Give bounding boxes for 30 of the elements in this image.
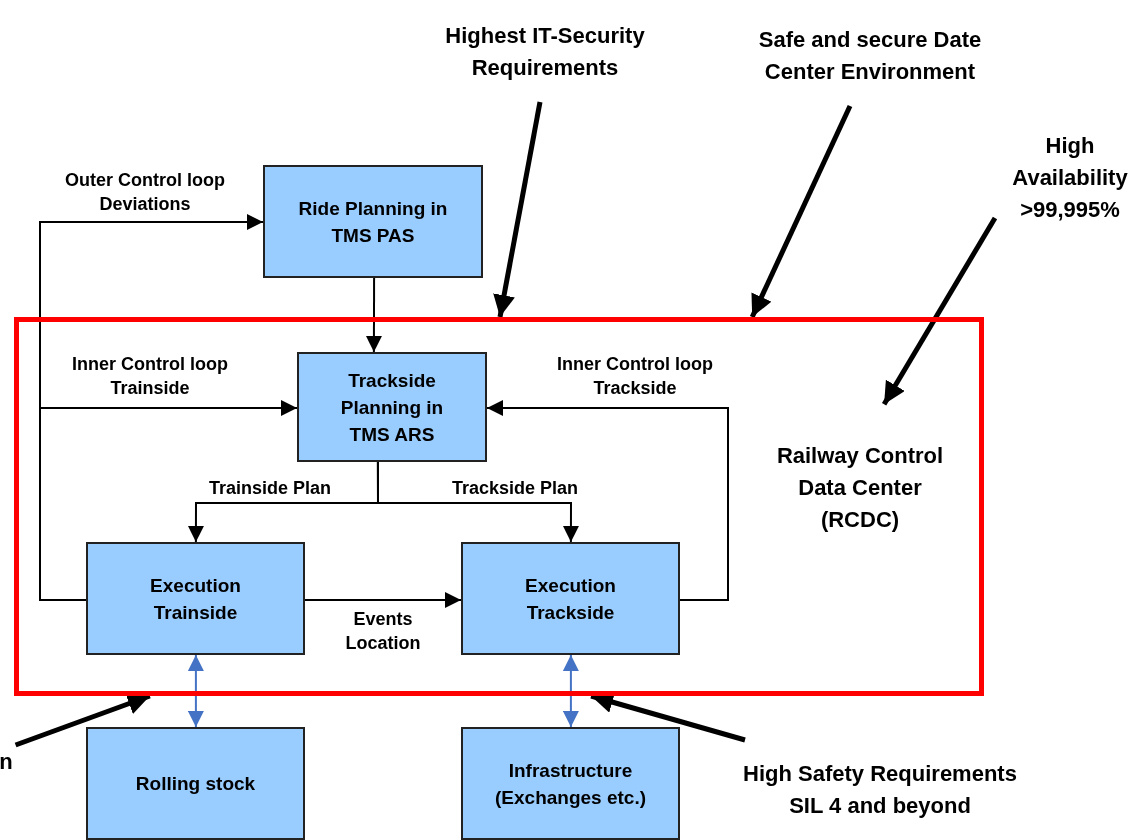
annotation-text: n bbox=[0, 745, 18, 779]
annotation-text: Safe and secure Date Center Environment bbox=[740, 6, 1000, 106]
arrow bbox=[749, 104, 853, 319]
arrow bbox=[14, 693, 151, 748]
edge-label: Events Location bbox=[344, 608, 422, 655]
arrow bbox=[376, 461, 579, 543]
edge-label: Inner Control loop Trainside bbox=[71, 353, 229, 400]
annotation-text: High Availability >99,995% bbox=[995, 128, 1145, 228]
annotation-text: Highest IT-Security Requirements bbox=[420, 2, 670, 102]
arrow bbox=[39, 400, 298, 601]
arrow bbox=[881, 216, 998, 406]
boundary-frame bbox=[14, 317, 984, 696]
arrow bbox=[304, 592, 462, 608]
process-box: Rolling stock bbox=[86, 727, 305, 840]
process-box: Ride Planning in TMS PAS bbox=[263, 165, 483, 278]
arrow bbox=[365, 277, 382, 353]
annotation-text: High Safety Requirements SIL 4 and beyond bbox=[740, 740, 1020, 840]
edge-label: Outer Control loop Deviations bbox=[64, 169, 226, 216]
arrow bbox=[493, 101, 543, 318]
arrow bbox=[486, 400, 729, 601]
double-arrow bbox=[187, 654, 204, 728]
edge-label: Trackside Plan bbox=[450, 477, 580, 500]
double-arrow bbox=[562, 654, 579, 728]
process-box: Trackside Planning in TMS ARS bbox=[297, 352, 487, 462]
process-box: Execution Trackside bbox=[461, 542, 680, 655]
boundary-title: Railway Control Data Center (RCDC) bbox=[775, 442, 945, 534]
process-box: Execution Trainside bbox=[86, 542, 305, 655]
edge-label: Trainside Plan bbox=[207, 477, 332, 500]
edge-label: Inner Control loop Trackside bbox=[556, 353, 714, 400]
process-box: Infrastructure (Exchanges etc.) bbox=[461, 727, 680, 840]
